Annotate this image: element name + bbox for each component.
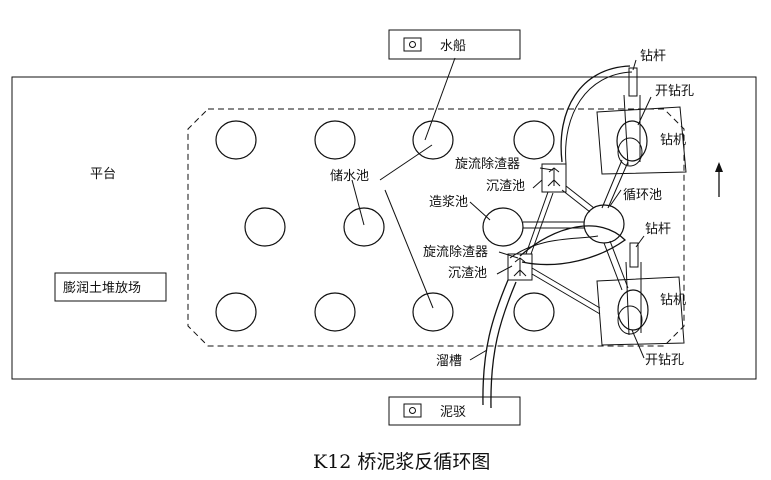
boat-label: 水船	[440, 39, 466, 54]
pile-cap-dashed-outline	[187, 108, 685, 347]
pipe-sed-top-circ-b	[565, 185, 595, 209]
leader-slurry	[469, 201, 491, 221]
pile-circle	[314, 120, 356, 160]
drill-rod-bottom-label: 钻杆	[645, 222, 671, 237]
open-hole-bottom	[617, 289, 649, 331]
leader-rod-bottom	[635, 235, 645, 248]
hole-rim-top	[617, 137, 643, 167]
storage-pool-label: 储水池	[330, 169, 369, 184]
chute-line-b	[490, 281, 517, 409]
mud-barge-icon	[403, 403, 422, 418]
pipe-rig-bottom-sed-a	[531, 267, 601, 309]
leader-storage-1	[379, 144, 433, 181]
soil-yard-label: 膨润土堆放场	[63, 281, 141, 296]
leader-sediment-bottom	[496, 265, 513, 275]
leader-storage-2	[351, 179, 365, 226]
cyclone-bottom-symbol	[513, 257, 527, 277]
sediment-bottom-label: 沉渣池	[448, 266, 487, 281]
pile-circle	[513, 120, 555, 160]
cyclone-bottom-label: 旋流除渣器	[423, 245, 488, 260]
drill-rod-top-label: 钻杆	[640, 49, 666, 64]
boat-icon-dot	[409, 41, 416, 48]
pipe-sed-top-circ-a	[561, 189, 591, 213]
pipe-loop	[519, 225, 627, 266]
pipe-rig-top-circ-b	[607, 161, 629, 209]
open-hole-top	[616, 120, 648, 162]
soil-yard-box	[54, 272, 167, 302]
sediment-pool-bottom-box	[507, 253, 533, 281]
pipe-rig-top-circ-a	[601, 159, 623, 209]
drill-rod-top-line-a	[623, 94, 629, 166]
diagram-caption: K12 桥泥浆反循环图	[313, 451, 490, 473]
sediment-pool-top-box	[541, 163, 567, 193]
sediment-top-label: 沉渣池	[486, 179, 525, 194]
pile-circle	[314, 292, 356, 332]
leader-boat	[424, 57, 456, 141]
circulation-pool-label: 循环池	[623, 188, 662, 203]
leader-open-hole-bottom	[631, 329, 645, 359]
pile-circle	[343, 207, 385, 247]
hole-rim-bottom	[617, 305, 643, 335]
slurry-pool-label: 造浆池	[429, 195, 468, 210]
platform-label: 平台	[90, 167, 116, 182]
mud-barge-box	[388, 396, 521, 426]
rig-top-frame	[596, 106, 687, 175]
pile-circle	[215, 292, 257, 332]
leader-cyclone-bottom	[498, 251, 519, 259]
boat-icon	[403, 37, 422, 52]
rig-top-label: 钻机	[660, 133, 686, 148]
leader-cyclone-top	[539, 167, 554, 171]
pipe-upper-inner	[565, 71, 633, 165]
slurry-pool-circle	[482, 207, 524, 247]
drill-rod-bottom-head	[629, 242, 639, 268]
pipe-rig-bottom-sed-b	[531, 273, 601, 315]
cyclone-top-symbol	[547, 167, 561, 187]
rig-bottom-frame	[596, 276, 685, 346]
drill-rod-bottom-line-a	[625, 261, 630, 336]
chute-label: 溜槽	[436, 354, 462, 369]
leader-open-hole-top	[637, 96, 652, 126]
pipe-circ-rig-bottom-b	[609, 240, 629, 289]
drill-rod-top-head	[628, 67, 638, 97]
leader-sediment-top	[532, 179, 543, 189]
rig-bottom-label: 钻机	[660, 293, 686, 308]
leader-chute	[469, 349, 488, 361]
pile-circle	[412, 292, 454, 332]
leader-circ	[609, 189, 622, 207]
mud-barge-label: 泥驳	[440, 405, 466, 420]
platform-outline	[11, 76, 757, 380]
pile-circle	[412, 120, 454, 160]
pile-circle	[513, 292, 555, 332]
leader-rod-top	[632, 59, 637, 71]
pile-circle	[215, 120, 257, 160]
pipe-loop-inner	[509, 235, 599, 259]
open-hole-bottom-label: 开钻孔	[645, 353, 684, 368]
pipe-sed-link-a	[525, 191, 549, 255]
north-arrow-head	[715, 162, 723, 172]
pile-circle	[244, 207, 286, 247]
pipe-upper-outer	[560, 65, 631, 163]
cyclone-top-label: 旋流除渣器	[455, 157, 520, 172]
mud-barge-icon-dot	[409, 407, 416, 414]
open-hole-top-label: 开钻孔	[655, 84, 694, 99]
chute-line-a	[482, 279, 509, 406]
leader-storage-3	[384, 189, 434, 309]
